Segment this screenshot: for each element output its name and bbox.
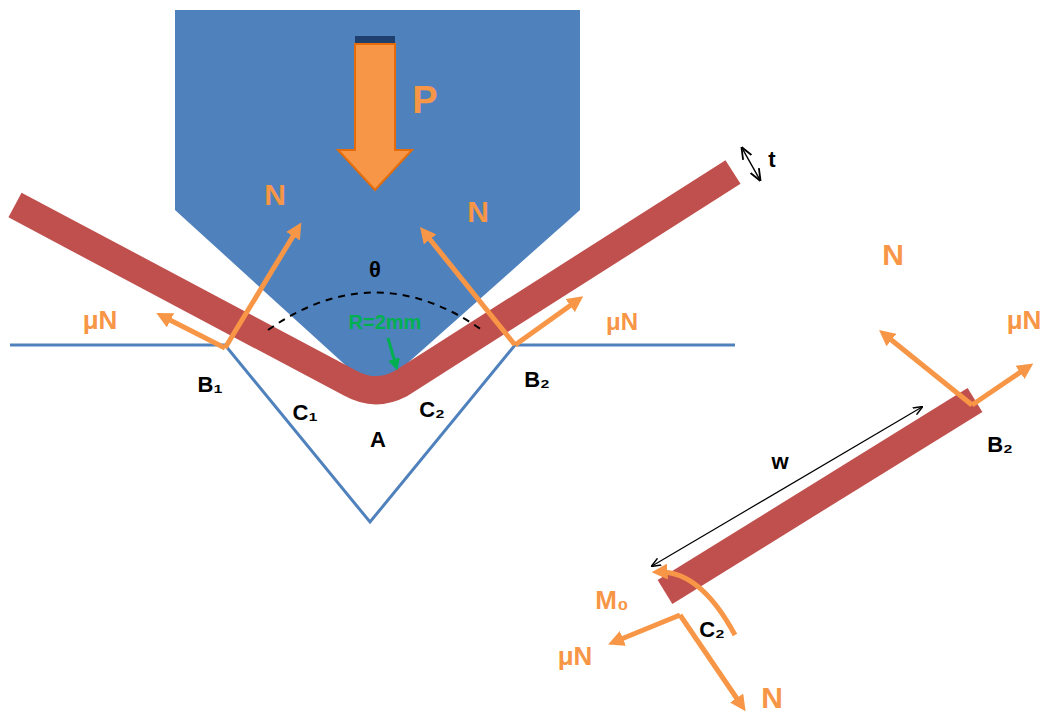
length-label: w — [771, 451, 788, 473]
thickness-dimension — [742, 148, 760, 180]
point-label: A — [370, 429, 386, 451]
punch — [175, 10, 580, 392]
load-arrow — [338, 44, 412, 190]
friction-force-label: μN — [83, 307, 118, 333]
friction-force-label: μN — [1007, 307, 1042, 333]
point-label: B₂ — [987, 434, 1013, 456]
length-dimension — [652, 407, 922, 566]
force-arrows — [162, 228, 578, 348]
load-arrow-cap — [355, 36, 395, 44]
radius-label: R=2mm — [349, 312, 422, 332]
friction-force-label: μN — [558, 643, 593, 669]
load-label: P — [412, 81, 437, 119]
thickness-label: t — [768, 149, 775, 171]
point-label: C₁ — [293, 402, 318, 424]
normal-force-label: N — [882, 240, 904, 270]
friction-force-label: μN — [606, 310, 638, 334]
moment-label: M₀ — [595, 587, 628, 613]
normal-force-label: N — [761, 683, 783, 713]
sheet — [15, 172, 733, 390]
free-body-forces — [614, 334, 1028, 706]
point-label: B₂ — [524, 369, 550, 391]
point-label: C₂ — [419, 399, 445, 421]
point-label: B₁ — [198, 374, 223, 396]
normal-force-label: N — [264, 180, 286, 210]
point-label: C₂ — [699, 619, 725, 641]
normal-force-label: N — [467, 197, 489, 227]
radius-arrow — [388, 338, 396, 366]
angle-label: θ — [369, 259, 381, 281]
die — [10, 345, 735, 522]
sheet-segment — [665, 400, 975, 592]
